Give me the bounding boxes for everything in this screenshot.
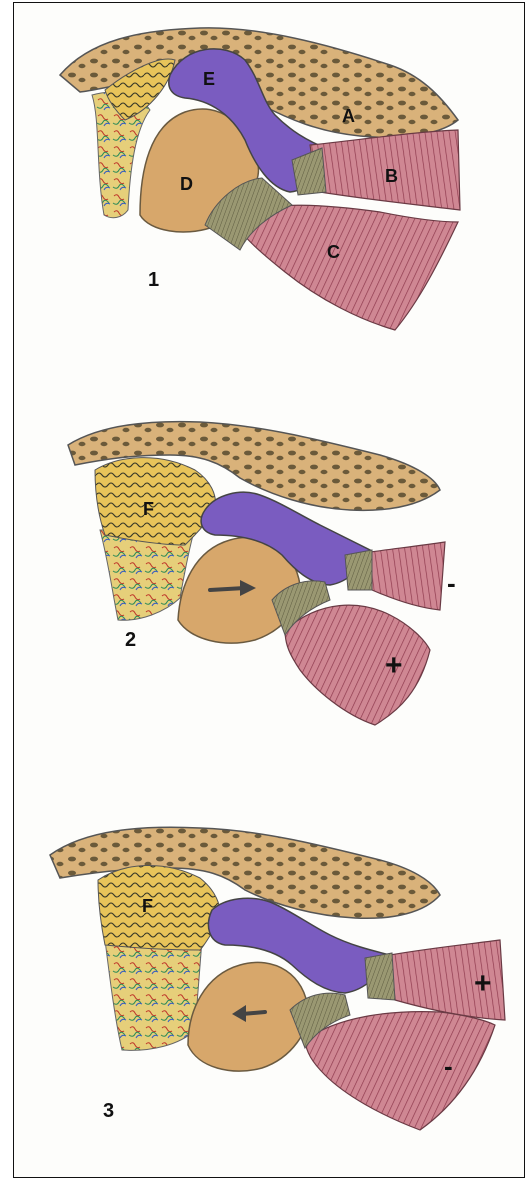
label-A: A [342, 106, 355, 126]
upper-muscle-sign: + [474, 967, 492, 1000]
retrodiscal-tissue [105, 940, 202, 1050]
posterior-attachment-F [95, 458, 216, 545]
figure-3-number: 3 [103, 1100, 114, 1122]
upper-tendon [345, 550, 372, 590]
upper-tendon [365, 953, 395, 1000]
lower-muscle-sign: - [444, 1051, 453, 1081]
muscle-C [230, 205, 458, 330]
label-F: F [142, 896, 153, 916]
upper-muscle [370, 542, 445, 610]
lower-muscle-sign: + [385, 649, 403, 682]
label-B: B [385, 166, 398, 186]
figure-1: E A B C D 1 [60, 28, 460, 330]
label-C: C [327, 242, 340, 262]
label-E: E [203, 69, 215, 89]
posterior-attachment-F [98, 865, 220, 950]
upper-muscle-sign: - [447, 568, 456, 598]
figure-1-number: 1 [148, 269, 159, 291]
figure-2: F - + 2 [68, 422, 456, 725]
lower-muscle [285, 605, 430, 725]
lower-muscle [305, 1012, 495, 1130]
label-F: F [143, 499, 154, 519]
label-D: D [180, 174, 193, 194]
condyle [188, 962, 308, 1071]
figure-2-number: 2 [125, 629, 136, 651]
figure-3: F + - 3 [50, 827, 505, 1130]
